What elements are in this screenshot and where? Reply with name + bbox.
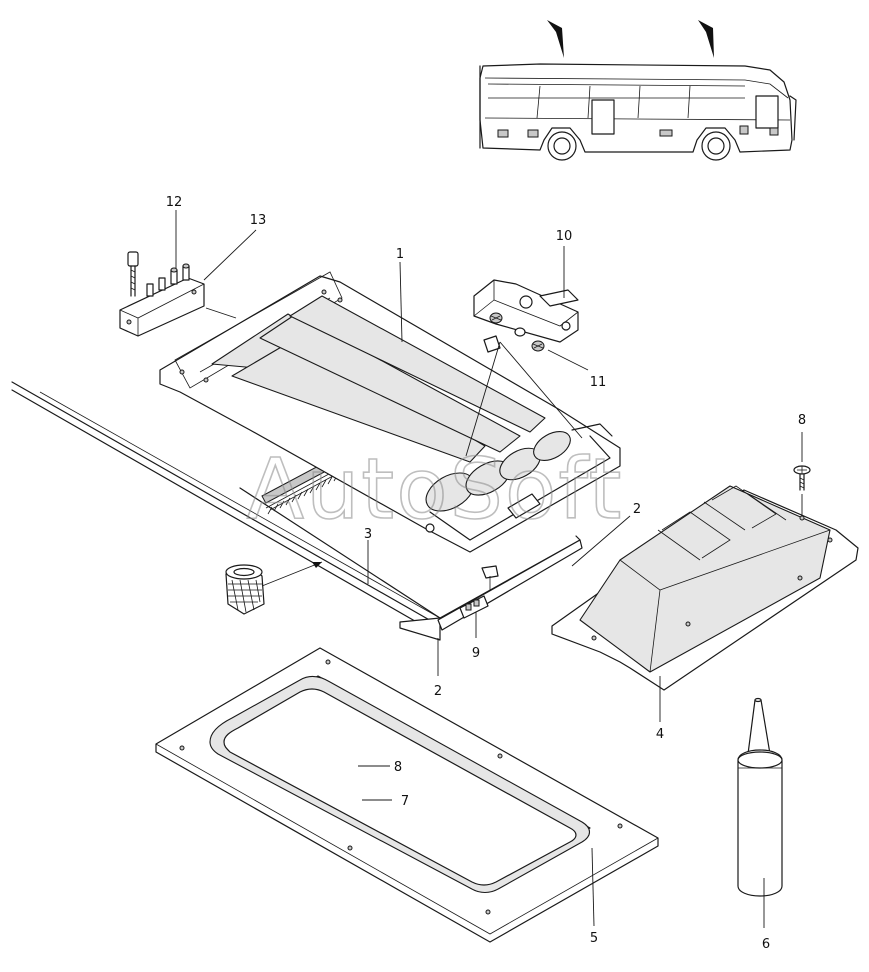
part-1-air-duct-tray: [159, 271, 621, 553]
part-5-frame: [155, 647, 659, 943]
callout-1: 1: [396, 247, 404, 262]
callout-2-lower: 2: [434, 684, 442, 699]
part-4-cover: [551, 485, 859, 691]
callout-12: 12: [166, 195, 183, 210]
rolled-duct-end: [425, 423, 613, 541]
callout-7: 7: [401, 794, 409, 809]
part-11-springs: [483, 312, 545, 353]
callout-2-upper: 2: [633, 502, 641, 517]
watermark: AutoSoft: [247, 440, 624, 538]
part-10-bracket: [473, 279, 579, 343]
callout-5: 5: [590, 931, 598, 946]
callout-9: 9: [472, 646, 480, 661]
callout-4: 4: [656, 727, 664, 742]
callout-6: 6: [762, 937, 770, 952]
location-arrow-left: [547, 20, 564, 58]
part-13-terminal-block: [119, 277, 205, 337]
callout-labels: 1 2 2 3 4 5 6 7 8 8 9 10 11 12 13: [166, 195, 806, 952]
callout-13: 13: [250, 213, 267, 228]
location-arrow-right: [698, 20, 714, 58]
callout-10: 10: [556, 229, 573, 244]
part-9-clamp: [459, 565, 499, 619]
part-6-sealant-tube: [737, 697, 783, 897]
rail-grille: [267, 473, 339, 515]
knob-knurling: [228, 579, 262, 613]
leader-lines: [175, 210, 765, 928]
bus-locator-illustration: [479, 20, 797, 161]
knurled-knob: [225, 561, 323, 615]
part-12-terminal-bolts: [127, 251, 190, 297]
callout-8-upper: 8: [798, 413, 806, 428]
part-8-screw-top: [793, 432, 811, 521]
callout-8-lower: 8: [394, 760, 402, 775]
callout-11: 11: [590, 375, 607, 390]
callout-3: 3: [364, 527, 372, 542]
